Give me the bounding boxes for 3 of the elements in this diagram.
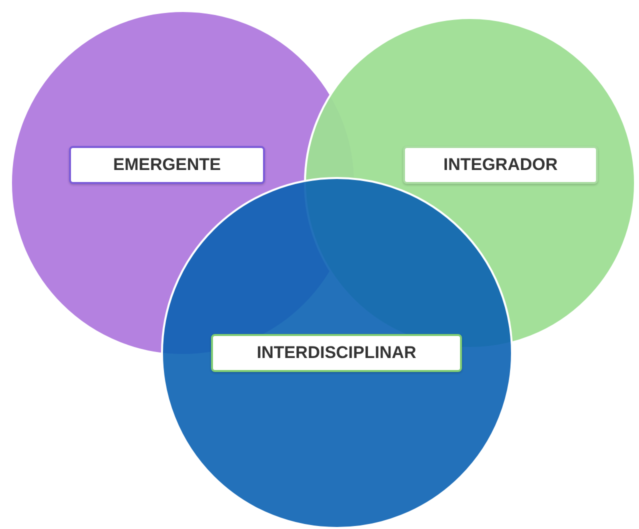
- circle-label: EMERGENTE: [69, 146, 265, 184]
- circle-label: INTERDISCIPLINAR: [211, 334, 462, 372]
- circle-label: INTEGRADOR: [403, 146, 598, 184]
